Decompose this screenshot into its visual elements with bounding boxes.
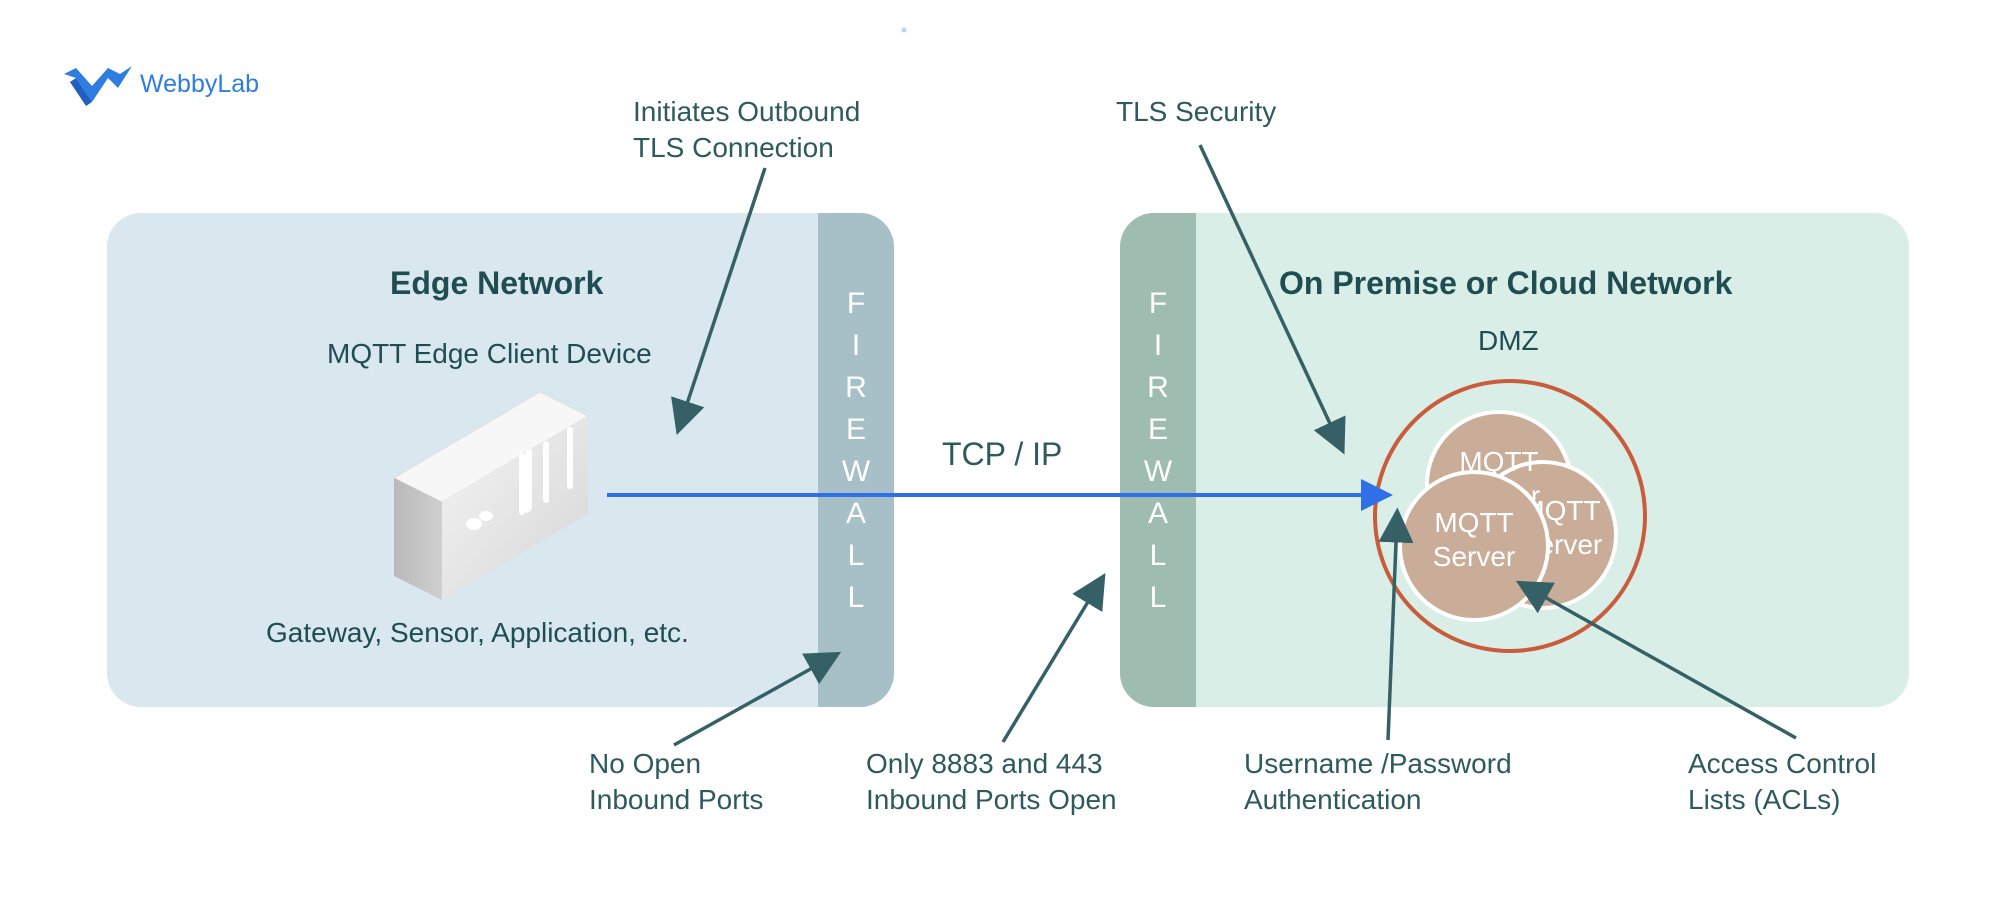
annotation-line: TLS Connection — [633, 132, 834, 163]
firewall-letter: A — [1147, 497, 1168, 530]
annotation-line: Username /Password — [1244, 748, 1512, 779]
annotation-line: TLS Security — [1116, 96, 1277, 127]
outbound-arrow — [671, 167, 767, 435]
firewall-letter: L — [1149, 581, 1167, 614]
server-line2: Server — [1432, 541, 1516, 572]
only-ports-arrow — [1001, 573, 1106, 743]
annotation-line: Authentication — [1244, 784, 1422, 815]
top-dot — [901, 27, 907, 33]
device-label: MQTT Edge Client Device — [327, 338, 652, 369]
webbylab-logo-icon — [64, 66, 132, 106]
logo-text: WebbyLab — [140, 70, 260, 98]
annotation-line: Lists (ACLs) — [1688, 784, 1841, 815]
firewall-letter: E — [1147, 413, 1168, 446]
annotation-outbound: Initiates Outbound TLS Connection — [633, 94, 860, 166]
cloud-network-panel: F I R E W A L L — [1120, 213, 1909, 707]
cloud-firewall: F I R E W A L L — [1120, 213, 1196, 707]
edge-firewall: F I R E W A L L — [818, 213, 894, 707]
gateway-device-icon — [392, 391, 590, 600]
edge-firewall-letters: F I R E W A L L — [818, 283, 894, 619]
firewall-letter: F — [1148, 287, 1168, 320]
tcp-ip-label: TCP / IP — [942, 436, 1063, 472]
firewall-letter: A — [845, 497, 866, 530]
firewall-letter: W — [841, 455, 871, 488]
firewall-letter: I — [851, 329, 861, 362]
annotation-line: Inbound Ports — [589, 784, 764, 815]
dmz-label: DMZ — [1478, 325, 1539, 356]
annotation-tls-security: TLS Security — [1116, 94, 1276, 130]
no-open-ports-arrow — [673, 651, 842, 747]
firewall-letter: L — [847, 581, 865, 614]
auth-arrow — [1378, 507, 1414, 741]
firewall-letter: W — [1143, 455, 1173, 488]
annotation-line: Inbound Ports Open — [866, 784, 1117, 815]
acl-arrow — [1515, 580, 1797, 740]
annotation-acl: Access Control Lists (ACLs) — [1688, 746, 1876, 818]
annotation-line: Access Control — [1688, 748, 1877, 779]
tls-security-arrow — [1198, 144, 1346, 455]
edge-network-title: Edge Network — [390, 265, 604, 301]
annotation-only-ports: Only 8883 and 443 Inbound Ports Open — [866, 746, 1117, 818]
dmz-ring — [1373, 379, 1647, 653]
webbylab-logo: WebbyLab — [62, 58, 272, 108]
firewall-letter: R — [845, 371, 867, 404]
firewall-letter: R — [1147, 371, 1169, 404]
server-line1: MQTT — [1434, 507, 1514, 538]
cloud-network-title: On Premise or Cloud Network — [1279, 265, 1733, 301]
firewall-letter: E — [845, 413, 866, 446]
cloud-firewall-letters: F I R E W A L L — [1120, 283, 1196, 619]
firewall-letter: L — [1149, 539, 1167, 572]
annotation-line: Only 8883 and 443 — [866, 748, 1103, 779]
annotation-line: No Open — [589, 748, 702, 779]
server-text-front: MQTT Server — [1398, 506, 1550, 574]
firewall-letter: L — [847, 539, 865, 572]
firewall-letter: I — [1153, 329, 1163, 362]
firewall-letter: F — [846, 287, 866, 320]
device-caption: Gateway, Sensor, Application, etc. — [266, 617, 689, 648]
annotation-no-open-ports: No Open Inbound Ports — [589, 746, 763, 818]
annotation-line: Initiates Outbound — [633, 96, 861, 127]
annotation-auth: Username /Password Authentication — [1244, 746, 1512, 818]
